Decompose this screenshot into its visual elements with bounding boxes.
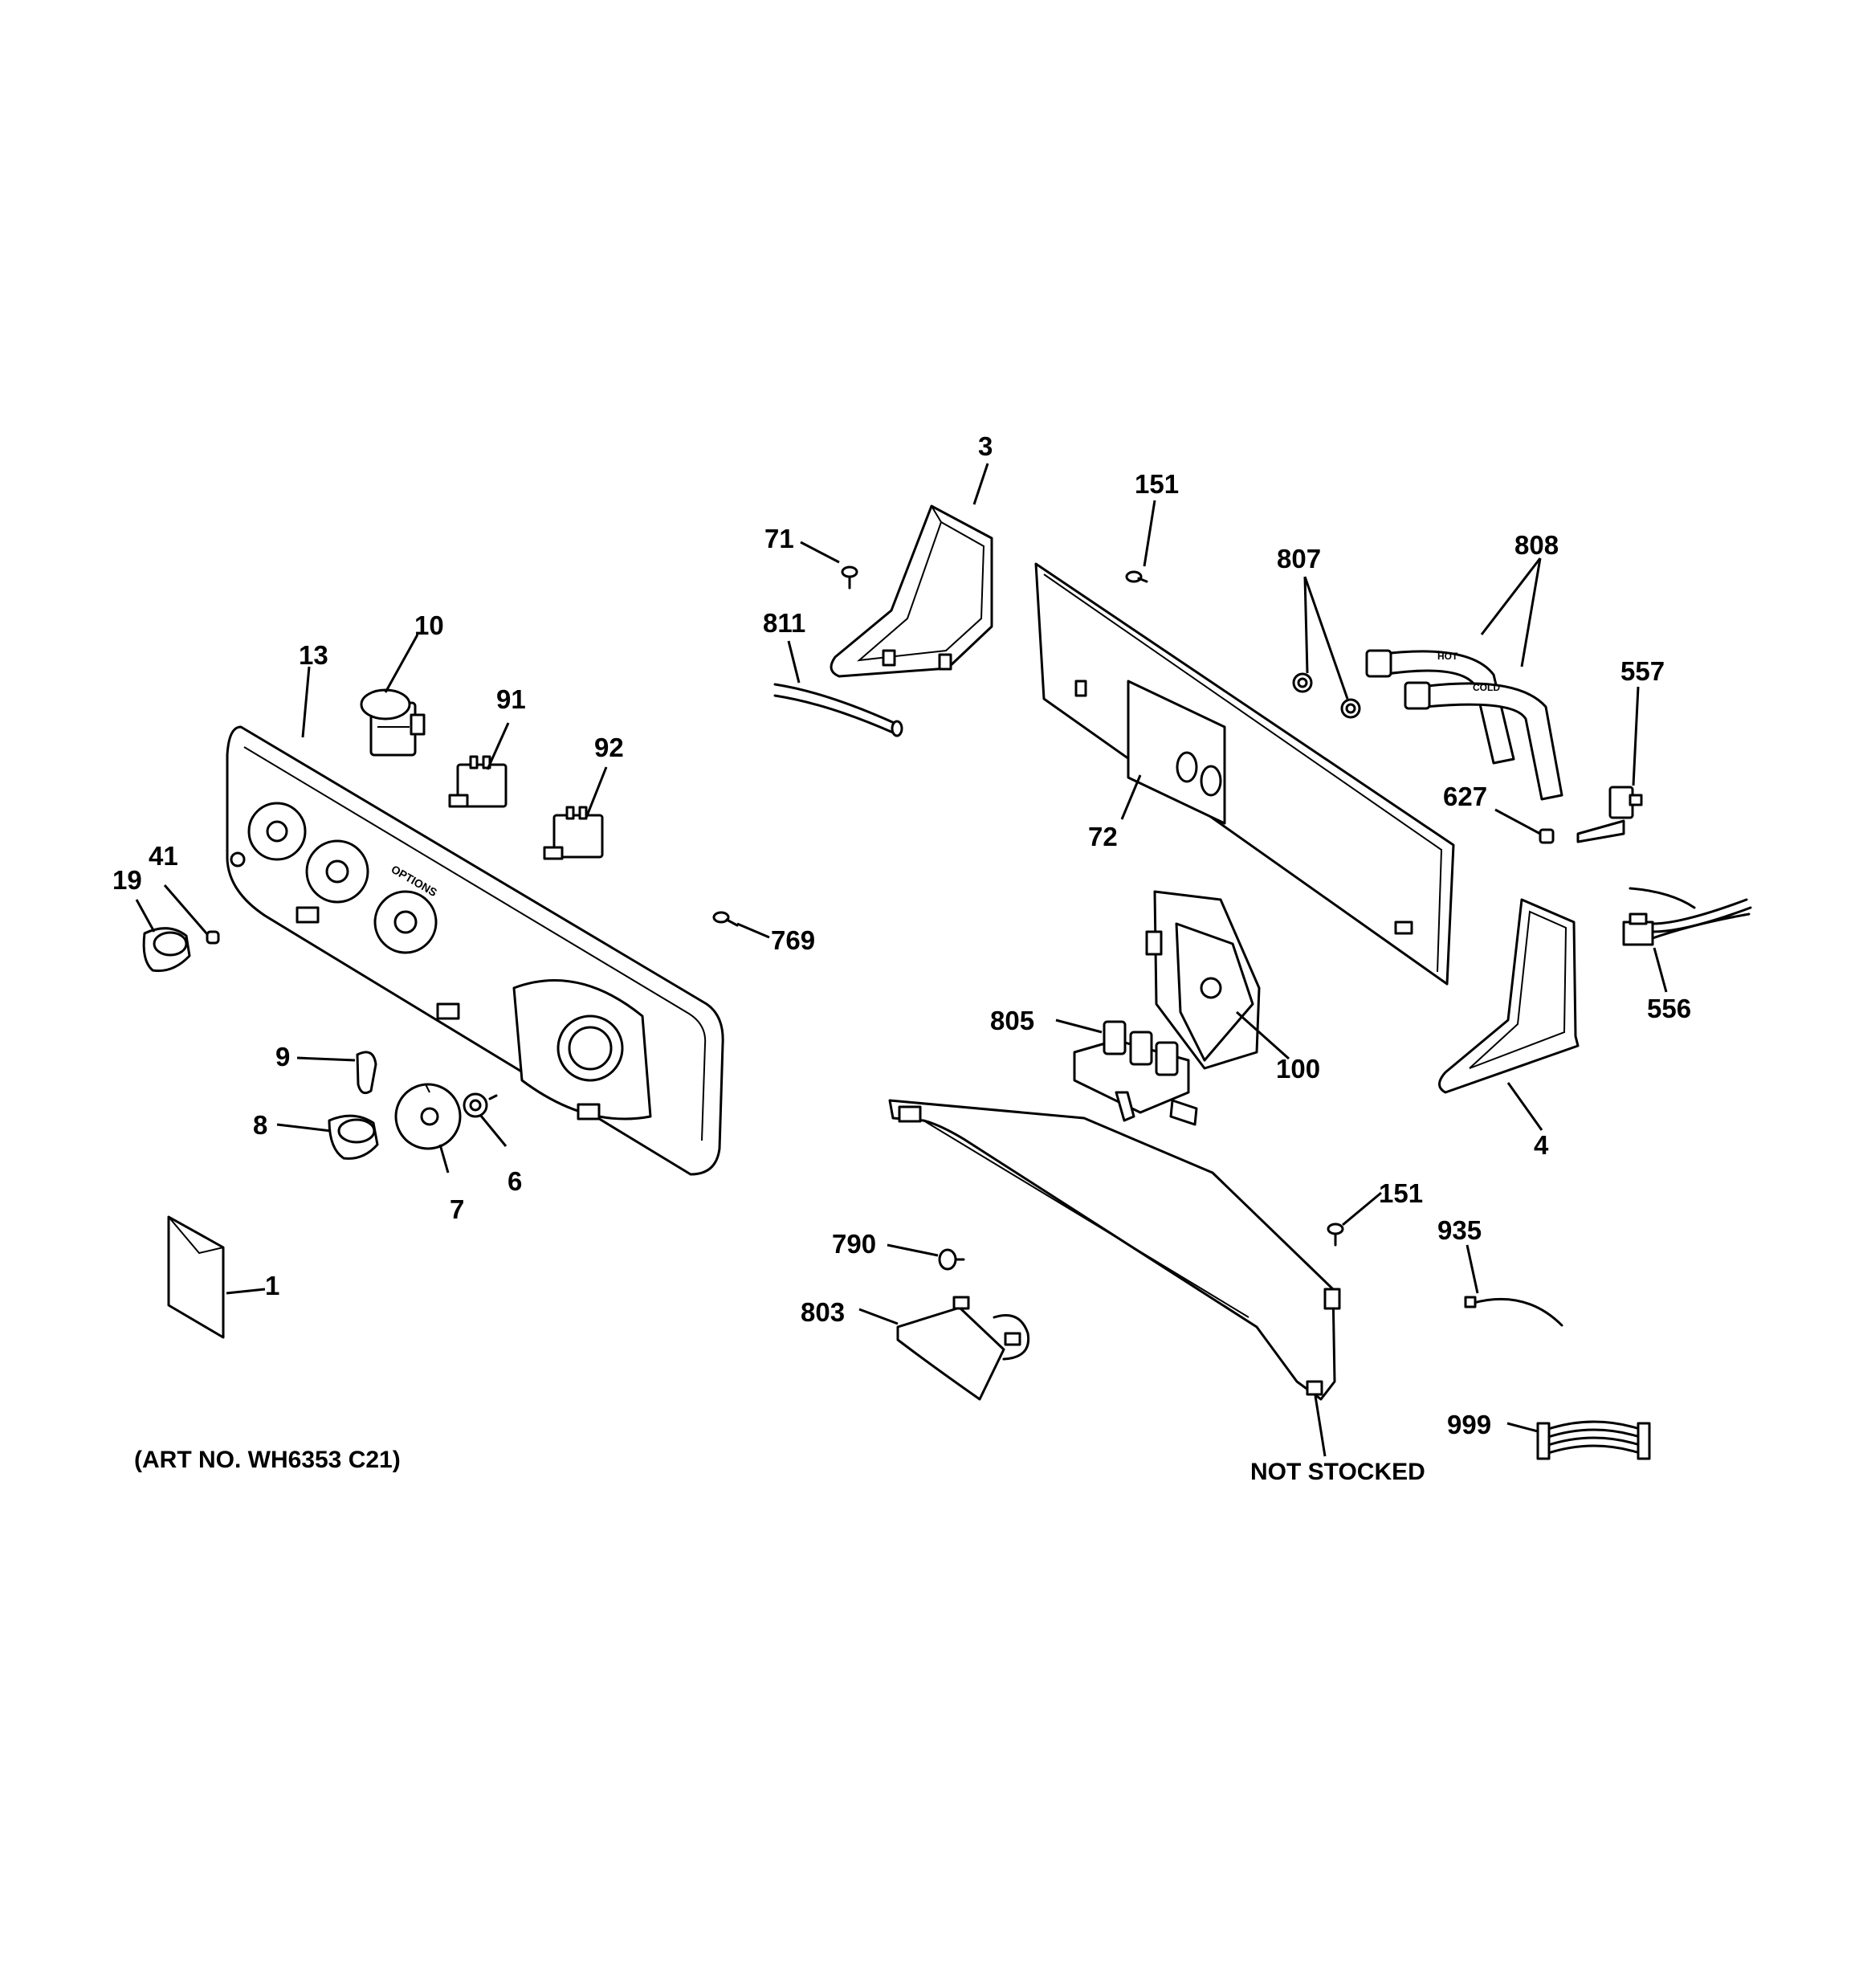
harness-part-999 <box>1536 1420 1651 1460</box>
label-807: 807 <box>1277 544 1321 574</box>
screw-part-151-top <box>1125 570 1148 583</box>
label-4: 4 <box>1534 1130 1549 1160</box>
clip-part-41 <box>206 930 220 945</box>
label-71: 71 <box>764 524 794 553</box>
label-811: 811 <box>763 608 805 638</box>
label-6: 6 <box>508 1166 522 1196</box>
label-72: 72 <box>1088 822 1118 851</box>
control-panel-part-13: OPTIONS <box>226 725 724 1176</box>
endcap-part-4 <box>1438 898 1580 1094</box>
endcap-part-3 <box>830 504 993 678</box>
wire-part-935 <box>1464 1296 1563 1327</box>
hose-cold-text: COLD <box>1473 682 1500 693</box>
switch-part-91 <box>448 755 508 808</box>
switch-part-92 <box>543 806 604 860</box>
label-627: 627 <box>1443 782 1487 811</box>
label-805: 805 <box>990 1006 1034 1035</box>
washers-part-807 <box>1292 672 1361 719</box>
label-790: 790 <box>832 1229 876 1259</box>
label-803: 803 <box>801 1297 845 1327</box>
hoses-part-808: HOT COLD <box>1365 649 1563 801</box>
label-19: 19 <box>112 865 142 895</box>
label-7: 7 <box>450 1194 464 1224</box>
leader-lines <box>135 463 1668 1457</box>
callout-labels: 3 71 811 151 807 808 557 627 72 556 100 … <box>112 431 1691 1485</box>
label-557: 557 <box>1620 656 1665 686</box>
screw-part-769 <box>712 911 739 927</box>
shield-not-stocked <box>888 1099 1341 1401</box>
label-9: 9 <box>275 1042 290 1072</box>
label-13: 13 <box>299 640 328 670</box>
label-3: 3 <box>978 431 993 461</box>
harness-part-556 <box>1622 887 1752 946</box>
backsplash-part-72 <box>1034 562 1455 986</box>
hose-hot-text: HOT <box>1437 651 1458 662</box>
knob-part-19 <box>142 927 191 973</box>
label-999: 999 <box>1447 1410 1491 1439</box>
label-769: 769 <box>771 925 815 955</box>
label-1: 1 <box>265 1271 279 1300</box>
valve-part-805 <box>1073 1020 1198 1126</box>
art-number-label: (ART NO. WH6353 C21) <box>134 1447 401 1473</box>
label-556: 556 <box>1647 994 1691 1023</box>
label-41: 41 <box>149 841 178 871</box>
clamp-part-790 <box>938 1248 965 1271</box>
knob-part-8 <box>328 1114 379 1160</box>
tube-part-811 <box>773 683 903 737</box>
not-stocked-label: NOT STOCKED <box>1250 1459 1425 1485</box>
sensor-part-557 <box>1576 786 1643 843</box>
label-8: 8 <box>253 1110 267 1140</box>
label-100: 100 <box>1276 1054 1320 1084</box>
label-91: 91 <box>496 684 526 714</box>
label-151-bottom: 151 <box>1379 1178 1423 1208</box>
label-92: 92 <box>594 733 624 762</box>
dial-part-7 <box>394 1083 462 1150</box>
nut-part-6 <box>463 1092 498 1118</box>
screw-part-151-bottom <box>1327 1223 1344 1247</box>
screw-part-71 <box>841 565 858 590</box>
timer-part-100 <box>1145 890 1261 1070</box>
dispenser-part-803 <box>896 1296 1030 1401</box>
literature-part-1 <box>167 1215 225 1339</box>
label-808: 808 <box>1514 530 1559 560</box>
label-935: 935 <box>1437 1215 1482 1245</box>
clip-part-9 <box>356 1051 377 1095</box>
label-151-top: 151 <box>1135 469 1179 499</box>
label-10: 10 <box>414 610 444 640</box>
plug-part-627 <box>1539 828 1555 844</box>
switch-part-10 <box>360 688 426 757</box>
